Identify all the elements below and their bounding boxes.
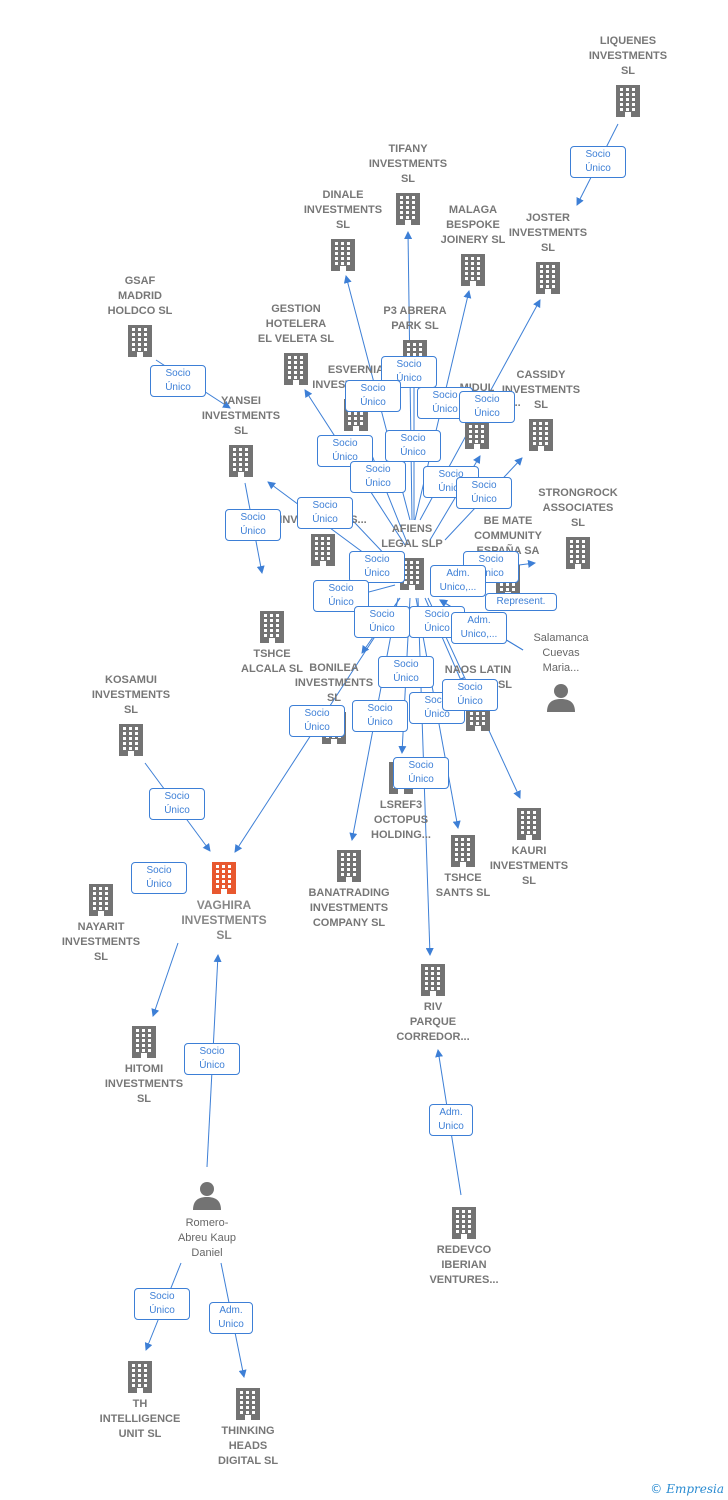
node-label-riv[interactable]: RIV PARQUE CORREDOR...	[396, 1001, 470, 1043]
building-icon-kauri[interactable]	[514, 806, 544, 845]
building-icon-cassidy[interactable]	[526, 417, 556, 456]
edge-label-afiens-to-p3[interactable]: Socio Único	[385, 430, 441, 462]
node-label-redevco[interactable]: REDEVCO IBERIAN VENTURES...	[429, 1244, 499, 1286]
node-label-banatrading[interactable]: BANATRADING INVESTMENTS COMPANY SL	[308, 887, 390, 929]
node-label-strongrock[interactable]: STRONGROCK ASSOCIATES SL	[538, 487, 618, 529]
node-label-kauri[interactable]: KAURI INVESTMENTS SL	[489, 845, 569, 887]
building-icon-liquenes[interactable]	[613, 83, 643, 122]
edge-label-afiens-to-godetia[interactable]: Socio Único	[297, 497, 353, 529]
edge-label-afiens-to-gestion[interactable]: Socio Único	[317, 435, 373, 467]
building-icon-godetia[interactable]	[308, 532, 338, 571]
node-label-tshcesants[interactable]: TSHCE SANTS SL	[435, 872, 491, 899]
node-label-lsref3[interactable]: LSREF3 OCTOPUS HOLDING...	[371, 799, 431, 841]
building-icon-yansei[interactable]	[226, 443, 256, 482]
edge-label-afiens-to-yansei[interactable]: Socio Único	[349, 551, 405, 583]
building-icon-tshcesants[interactable]	[448, 833, 478, 872]
building-icon-riv[interactable]	[418, 962, 448, 1001]
building-icon-thinking[interactable]	[233, 1386, 263, 1425]
edge-label-kosamui-to-vaghira[interactable]: Socio Único	[149, 788, 205, 820]
node-label-bonilea[interactable]: BONILEA INVESTMENTS SL	[294, 662, 374, 704]
building-icon-redevco[interactable]	[449, 1205, 479, 1244]
node-label-th[interactable]: TH INTELLIGENCE UNIT SL	[99, 1398, 181, 1440]
edge-label-afiens-to-banatrading[interactable]: Socio Único	[352, 700, 408, 732]
building-icon-hitomi[interactable]	[129, 1024, 159, 1063]
node-label-afiens[interactable]: AFIENS LEGAL SLP	[381, 523, 443, 550]
building-icon-dinale[interactable]	[328, 237, 358, 276]
edge-nayarit-to-vaghira	[151, 942, 179, 1017]
building-icon-th[interactable]	[125, 1359, 155, 1398]
brand-name: Empresia	[666, 1482, 724, 1496]
building-icon-joster[interactable]	[533, 260, 563, 299]
edge-label-salamanca-to-afiens[interactable]: Represent.	[485, 593, 557, 611]
building-icon-malaga[interactable]	[458, 252, 488, 291]
node-label-romero[interactable]: Romero- Abreu Kaup Daniel	[177, 1217, 237, 1259]
building-icon-vaghira[interactable]	[209, 860, 239, 899]
edge-label-redevco-to-riv[interactable]: Socio Único	[134, 1288, 190, 1320]
node-label-yansei[interactable]: YANSEI INVESTMENTS SL	[201, 395, 281, 437]
edge-label-nayarit-to-hitomi[interactable]: Socio Único	[184, 1043, 240, 1075]
node-label-dinale[interactable]: DINALE INVESTMENTS SL	[303, 189, 383, 231]
building-icon-tifany[interactable]	[393, 191, 423, 230]
node-label-thinking[interactable]: THINKING HEADS DIGITAL SL	[217, 1425, 279, 1467]
person-icon-salamanca[interactable]	[546, 682, 576, 717]
node-label-kosamui[interactable]: KOSAMUI INVESTMENTS SL	[91, 674, 171, 716]
edge-label-afiens-to-kauri[interactable]: Socio Único	[442, 679, 498, 711]
edge-label-afiens-to-cassidy[interactable]: Socio Único	[456, 477, 512, 509]
edge-label-afiens-to-tshcealcala[interactable]: Socio Único	[313, 580, 369, 612]
edge-label-afiens-to-riv[interactable]: Socio Único	[393, 757, 449, 789]
node-label-tshcealcala[interactable]: TSHCE ALCALA SL	[241, 648, 303, 675]
copyright-symbol: ©	[650, 1482, 663, 1496]
building-icon-kosamui[interactable]	[116, 722, 146, 761]
node-label-nayarit[interactable]: NAYARIT INVESTMENTS SL	[61, 921, 141, 963]
node-label-salamanca[interactable]: Salamanca Cuevas Maria...	[533, 632, 589, 674]
edge-label-romero-to-th[interactable]: Adm. Unico	[209, 1302, 253, 1334]
edge-label-romero-to-vaghira[interactable]: Adm. Unico	[429, 1104, 473, 1136]
building-icon-strongrock[interactable]	[563, 535, 593, 574]
node-label-joster[interactable]: JOSTER INVESTMENTS SL	[508, 212, 588, 254]
edge-label-liquenes-to-joster[interactable]: Socio Único	[570, 146, 626, 178]
edge-label-nayarit-to-vaghira[interactable]: Socio Único	[131, 862, 187, 894]
edge-label-salamanca-to-afiens[interactable]: Adm. Unico,...	[430, 565, 486, 597]
node-label-hitomi[interactable]: HITOMI INVESTMENTS SL	[104, 1063, 184, 1105]
node-label-gestion[interactable]: GESTION HOTELERA EL VELETA SL	[257, 303, 335, 345]
node-label-tifany[interactable]: TIFANY INVESTMENTS SL	[368, 143, 448, 185]
edge-label-afiens-to-vaghira[interactable]: Socio Único	[289, 705, 345, 737]
edge-label-afiens-to-bonilea[interactable]: Socio Único	[354, 606, 410, 638]
building-icon-gestion[interactable]	[281, 351, 311, 390]
node-label-p3[interactable]: P3 ABRERA PARK SL	[383, 305, 447, 332]
edge-label-salamanca-to-afiens[interactable]: Adm. Unico,...	[451, 612, 507, 644]
node-label-gsaf[interactable]: GSAF MADRID HOLDCO SL	[107, 275, 173, 317]
building-icon-nayarit[interactable]	[86, 882, 116, 921]
node-label-vaghira[interactable]: VAGHIRA INVESTMENTS SL	[181, 898, 267, 942]
edge-label-afiens-to-esvernia[interactable]: Socio Único	[350, 461, 406, 493]
edge-label-afiens-to-dinale[interactable]: Socio Único	[345, 380, 401, 412]
node-label-malaga[interactable]: MALAGA BESPOKE JOINERY SL	[440, 204, 506, 246]
node-label-cassidy[interactable]: CASSIDY INVESTMENTS SL	[501, 369, 581, 411]
edge-label-yansei-to-tshcealcala[interactable]: Socio Único	[225, 509, 281, 541]
person-icon-romero[interactable]	[192, 1180, 222, 1215]
building-icon-banatrading[interactable]	[334, 848, 364, 887]
node-label-liquenes[interactable]: LIQUENES INVESTMENTS SL	[588, 35, 668, 77]
building-icon-gsaf[interactable]	[125, 323, 155, 362]
edge-label-afiens-to-lsref3[interactable]: Socio Único	[378, 656, 434, 688]
building-icon-tshcealcala[interactable]	[257, 609, 287, 648]
edge-label-gsaf-to-yansei[interactable]: Socio Único	[150, 365, 206, 397]
edge-label-afiens-to-joster[interactable]: Socio Único	[459, 391, 515, 423]
empresia-brand[interactable]: ©Empresia	[650, 1482, 724, 1496]
